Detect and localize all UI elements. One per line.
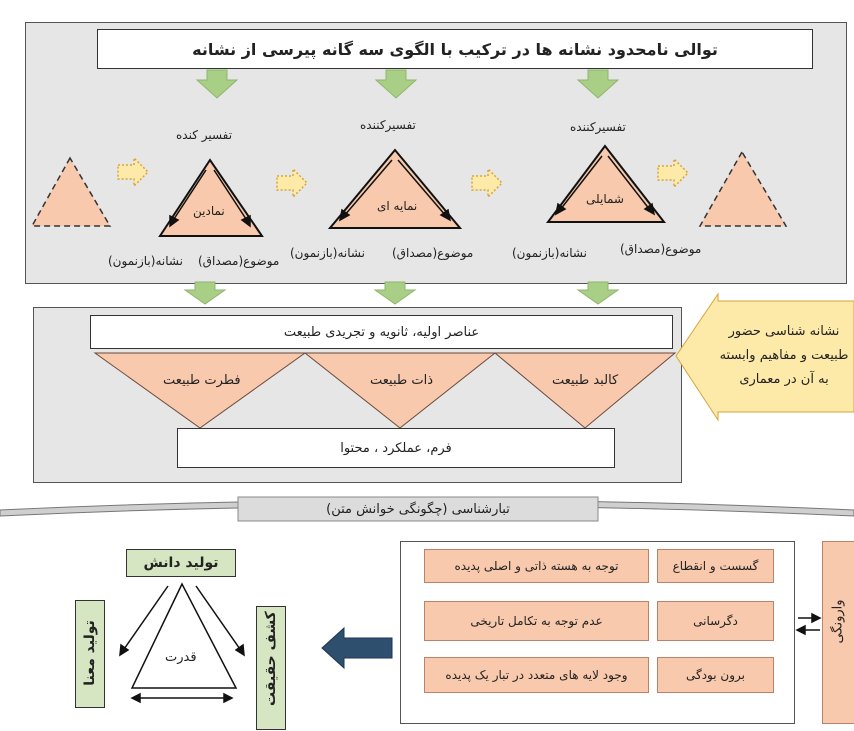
triangle-symbolic-name: نمادین: [193, 204, 225, 218]
form-box: فرم، عملکرد ، محتوا: [177, 428, 615, 468]
elements-box: عناصر اولیه، ثانویه و تجریدی طبیعت: [90, 315, 673, 349]
banner-box: تبارشناسی (چگونگی خوانش متن): [238, 497, 598, 521]
cell-r1-c2: گسست و انقطاع: [657, 549, 774, 583]
cell-r3-c2-text: برون بودگی: [686, 668, 745, 682]
triangle-symbolic-right: موضوع(مصداق): [198, 254, 280, 268]
blue-arrow: [321, 626, 393, 670]
power-label: قدرت: [165, 650, 197, 665]
banner-text: تبارشناسی (چگونگی خوانش متن): [326, 501, 510, 517]
triangle-symbolic: [158, 158, 264, 237]
triangle-indexical-right: موضوع(مصداق): [392, 246, 474, 260]
yellow-arrow-4: [657, 157, 690, 189]
triangle-iconic-left: نشانه(بازنمون): [512, 246, 587, 260]
nature-label-1: فطرت طبیعت: [163, 373, 241, 388]
meaning-box: [75, 600, 105, 708]
top-title: توالی نامحدود نشانه ها در ترکیب با الگوی…: [192, 39, 718, 59]
down-arrow-2: [374, 69, 418, 99]
elements-title: عناصر اولیه، ثانویه و تجریدی طبیعت: [283, 324, 480, 340]
side-arrow-text-box: نشانه شناسی حضور طبیعت و مفاهیم وابسته ب…: [716, 306, 852, 406]
cell-r3-c2: برون بودگی: [657, 657, 774, 693]
side-label-box: [822, 541, 854, 724]
power-triangle: [130, 582, 238, 689]
down-arrow-6: [576, 281, 620, 305]
down-arrow-1: [195, 69, 239, 99]
truth-box: [256, 606, 286, 730]
cell-r3-c1: وجود لایه های متعدد در تبار یک پدیده: [424, 657, 649, 693]
cell-r3-c1-text: وجود لایه های متعدد در تبار یک پدیده: [445, 668, 628, 682]
cell-r2-c1: عدم توجه به تکامل تاریخی: [424, 601, 649, 641]
truth-text: کشف حقیقت: [263, 611, 279, 706]
nature-triangle-3: [493, 352, 677, 429]
top-title-box: توالی نامحدود نشانه ها در ترکیب با الگوی…: [97, 29, 813, 69]
cell-r2-c2: دگرسانی: [657, 601, 774, 641]
yellow-arrow-1: [117, 156, 150, 188]
side-arrow-shape: [675, 292, 854, 422]
triangle-indexical: [327, 148, 463, 229]
triangle-symbolic-top: تفسیر کنده: [176, 128, 233, 142]
nature-label-3: کالبد طبیعت: [552, 373, 619, 388]
triangle-indexical-name: نمایه ای: [377, 199, 418, 213]
down-arrow-5: [373, 281, 417, 305]
nature-label-2: ذات طبیعت: [370, 373, 434, 388]
knowledge-box: تولید دانش: [126, 549, 236, 577]
down-arrow-3: [576, 69, 620, 99]
cell-r1-c1: توجه به هسته ذاتی و اصلی پدیده: [424, 549, 649, 583]
cell-r2-c1-text: عدم توجه به تکامل تاریخی: [470, 614, 603, 628]
triangle-iconic-right: موضوع(مصداق): [620, 242, 702, 256]
triangle-iconic: [546, 144, 667, 223]
yellow-arrow-2: [276, 167, 309, 199]
triangle-indexical-left: نشانه(بازنمون): [290, 246, 365, 260]
triangle-symbolic-left: نشانه(بازنمون): [108, 254, 183, 268]
nature-triangle-2: [303, 352, 497, 429]
down-arrow-4: [183, 281, 227, 305]
side-arrow-text: نشانه شناسی حضور طبیعت و مفاهیم وابسته ب…: [719, 324, 849, 387]
dashed-triangle-right: [698, 150, 788, 227]
knowledge-text: تولید دانش: [143, 555, 219, 571]
triangle-iconic-top: تفسیرکننده: [570, 120, 626, 134]
form-box-text: فرم، عملکرد ، محتوا: [340, 440, 452, 456]
triangle-iconic-name: شمایلی: [586, 192, 624, 206]
meaning-text: تولید معنا: [82, 620, 98, 686]
triangle-indexical-top: تفسیرکننده: [360, 118, 416, 132]
dashed-triangle-left: [30, 156, 112, 227]
yellow-arrow-3: [471, 167, 504, 199]
cell-r1-c2-text: گسست و انقطاع: [672, 559, 759, 573]
cell-r2-c2-text: دگرسانی: [693, 614, 738, 628]
nature-triangle-1: [93, 352, 307, 429]
cell-r1-c1-text: توجه به هسته ذاتی و اصلی پدیده: [454, 559, 619, 573]
